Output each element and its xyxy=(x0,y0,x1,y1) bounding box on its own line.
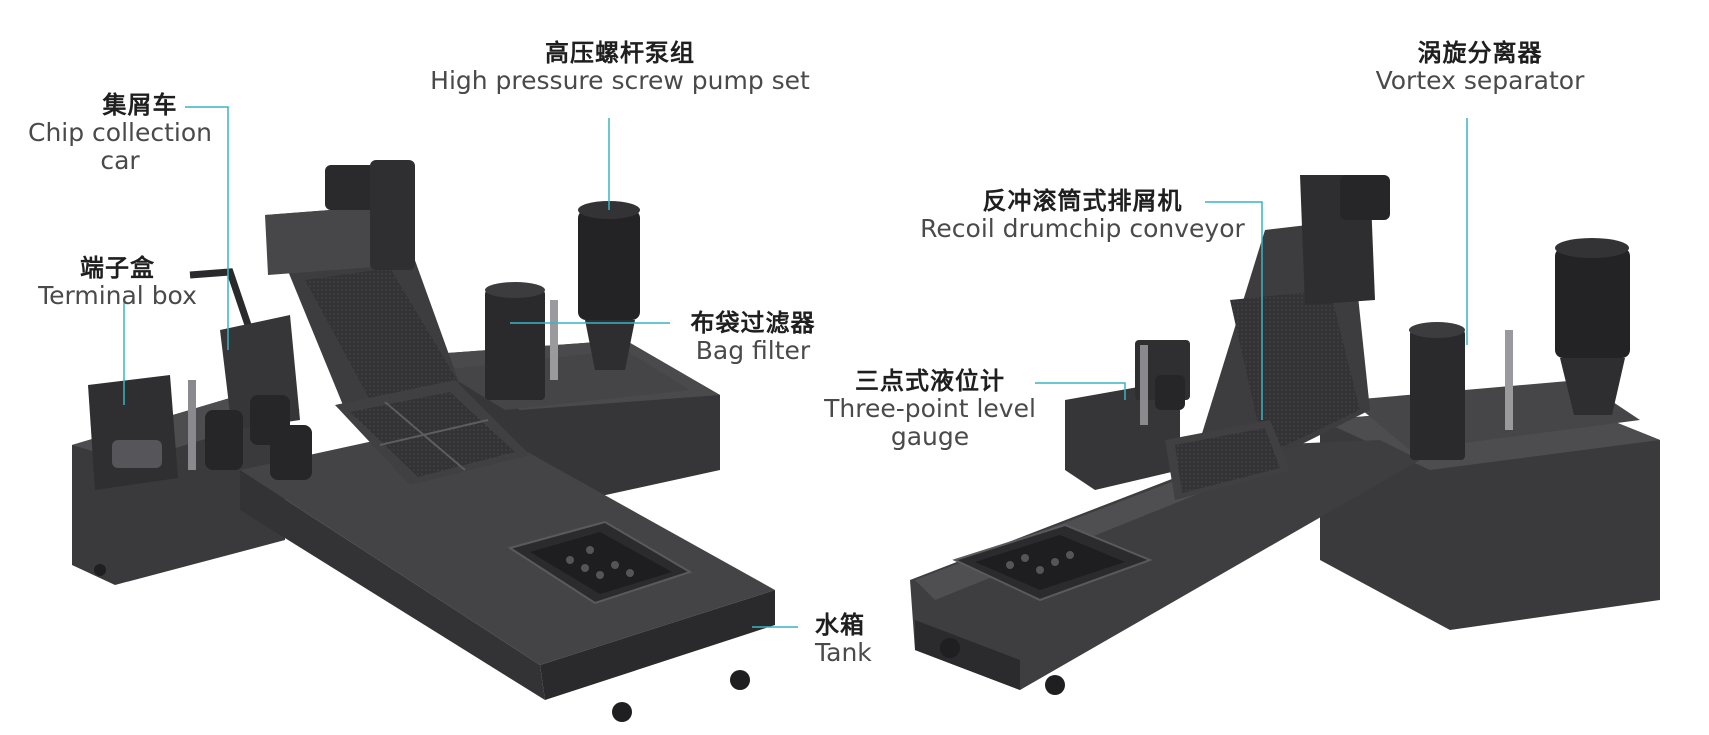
terminal-en: Terminal box xyxy=(38,280,197,310)
label-screw-pump: 高压螺杆泵组 High pressure screw pump set xyxy=(425,40,815,95)
pump-cn: 高压螺杆泵组 xyxy=(545,39,695,67)
label-tank: 水箱 Tank xyxy=(815,612,915,667)
recoil-en: Recoil drumchip conveyor xyxy=(920,213,1245,243)
label-terminal-box: 端子盒 Terminal box xyxy=(25,255,210,310)
bag-en: Bag filter xyxy=(695,335,811,365)
label-level-gauge: 三点式液位计 Three-point level gauge xyxy=(820,368,1040,451)
label-bag-filter: 布袋过滤器 Bag filter xyxy=(668,310,838,365)
terminal-cn: 端子盒 xyxy=(80,254,155,282)
right-machine xyxy=(910,175,1660,695)
vortex-cn: 涡旋分离器 xyxy=(1417,39,1543,67)
chip-car-en: Chip collection car xyxy=(27,117,212,175)
left-machine xyxy=(72,160,775,722)
gauge-cn: 三点式液位计 xyxy=(855,367,1005,395)
label-vortex-separator: 涡旋分离器 Vortex separator xyxy=(1370,40,1590,95)
bag-cn: 布袋过滤器 xyxy=(690,309,816,337)
leader-lines xyxy=(123,106,1468,628)
label-chip-collection-car: 集屑车 Chip collection car xyxy=(20,92,220,175)
chip-car-cn: 集屑车 xyxy=(102,91,178,119)
tank-en: Tank xyxy=(815,637,872,667)
recoil-cn: 反冲滚筒式排屑机 xyxy=(982,187,1183,215)
vortex-en: Vortex separator xyxy=(1375,65,1585,95)
gauge-en: Three-point level gauge xyxy=(824,393,1036,451)
pump-en: High pressure screw pump set xyxy=(430,65,810,95)
tank-cn: 水箱 xyxy=(815,611,865,639)
label-recoil-conveyor: 反冲滚筒式排屑机 Recoil drumchip conveyor xyxy=(910,188,1255,243)
